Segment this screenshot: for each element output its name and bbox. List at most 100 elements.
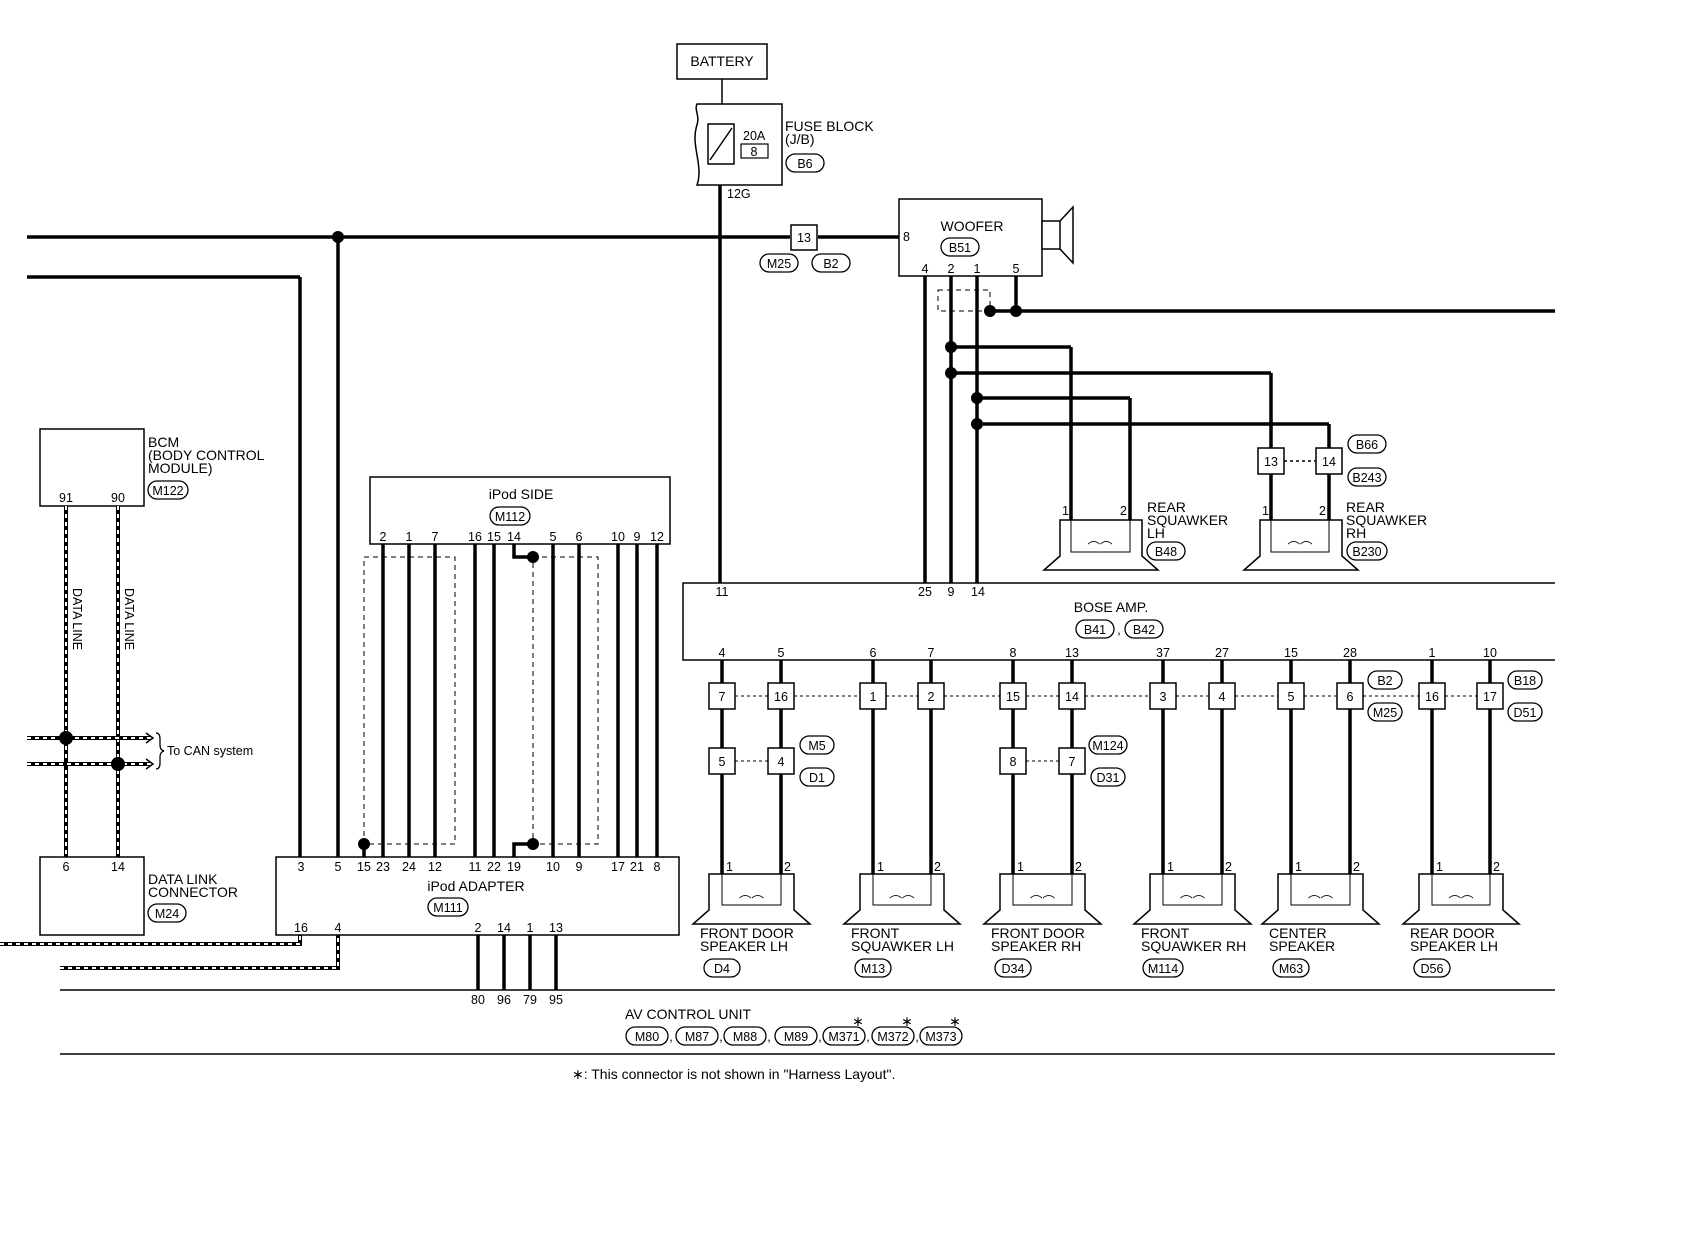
junction-conn: B243 (1352, 471, 1381, 485)
junction-13-conn-1: M25 (767, 257, 791, 271)
bose-pin: 37 (1156, 646, 1170, 660)
connector-tag: D34 (1002, 962, 1025, 976)
ipod-adapter-pin: 24 (402, 860, 416, 874)
speaker-pin: 2 (1225, 860, 1232, 874)
woofer: WOOFER B51 8 4 2 1 5 (898, 198, 1074, 277)
asterisk: ∗ (901, 1013, 913, 1029)
rear-squawker-lh: ⌒⌒ 1 2 REAR SQUAWKER LH B48 (1042, 499, 1228, 571)
junction-pin: 15 (1006, 690, 1020, 704)
connector-tag: M373 (925, 1030, 956, 1044)
dlc-label: CONNECTOR (148, 884, 238, 900)
speaker-label: CENTER (1269, 925, 1327, 941)
fuse-block-title: FUSE BLOCK (785, 118, 874, 134)
coil-icon: ⌒⌒ (1287, 541, 1313, 555)
separator: , (866, 1030, 869, 1044)
junction-pin: 3 (1160, 690, 1167, 704)
speaker-label: SPEAKER LH (1410, 938, 1498, 954)
data-link-connector: 6 14 DATA LINK CONNECTOR M24 (39, 856, 238, 936)
speaker-label: FRONT DOOR (700, 925, 794, 941)
ipod-side-pin: 7 (432, 530, 439, 544)
bose-pin: 13 (1065, 646, 1079, 660)
speaker-pin: 1 (1295, 860, 1302, 874)
data-line-label: DATA LINE (122, 588, 136, 650)
junction-pin: 7 (1069, 755, 1076, 769)
speaker-connector: B230 (1352, 545, 1381, 559)
ipod-adapter-pin: 23 (376, 860, 390, 874)
speaker-label: SQUAWKER RH (1141, 938, 1246, 954)
connector-tag: D1 (809, 771, 825, 785)
bose-pin: 27 (1215, 646, 1229, 660)
ipod-adapter-pin: 1 (527, 921, 534, 935)
connector-tag: D56 (1421, 962, 1444, 976)
junction-box (767, 747, 795, 775)
speaker-label: LH (1147, 525, 1165, 541)
ipod-adapter-pin: 5 (335, 860, 342, 874)
connector-tag: M13 (861, 962, 885, 976)
connector-tag: M63 (1279, 962, 1303, 976)
woofer-label: WOOFER (941, 218, 1004, 234)
bcm-label: MODULE) (148, 460, 213, 476)
separator: , (719, 1030, 722, 1044)
junction-13-conn-2: B2 (823, 257, 838, 271)
junction-pin: 1 (870, 690, 877, 704)
speaker-label: SQUAWKER LH (851, 938, 954, 954)
woofer-pin: 4 (922, 262, 929, 276)
junction-pin: 16 (1425, 690, 1439, 704)
junction-pin: 14 (1065, 690, 1079, 704)
ipod-adapter-pin: 11 (469, 860, 482, 874)
fuse-block: 20A 8 FUSE BLOCK (J/B) B6 12G (694, 103, 874, 201)
ipod-side-pin: 2 (380, 530, 387, 544)
separator: , (669, 1030, 672, 1044)
speaker-label: SPEAKER (1269, 938, 1335, 954)
junction-pin: 4 (1219, 690, 1226, 704)
ipod-adapter-pin: 16 (294, 921, 308, 935)
battery: BATTERY (676, 43, 768, 80)
ipod-side-pin: 15 (487, 530, 501, 544)
speaker-pin: 2 (1353, 860, 1360, 874)
ipod-side-pin: 9 (634, 530, 641, 544)
speaker-label: SPEAKER LH (700, 938, 788, 954)
av-pin: 79 (523, 993, 537, 1007)
speaker-label: REAR (1346, 499, 1385, 515)
bcm-pin: 90 (111, 491, 125, 505)
junction-13-pin: 13 (797, 231, 811, 245)
bose-pin: 25 (918, 585, 932, 599)
speaker-pin: 2 (1075, 860, 1082, 874)
ipod-adapter-connector: M111 (433, 901, 462, 915)
av-pin: 96 (497, 993, 511, 1007)
ipod-side-pin: 5 (550, 530, 557, 544)
bose-pin: 10 (1483, 646, 1497, 660)
connector-tag: M87 (685, 1030, 709, 1044)
ipod-adapter-pin: 8 (654, 860, 661, 874)
ipod-side-pin: 14 (507, 530, 521, 544)
coil-icon: ⌒⌒ (1448, 895, 1474, 909)
bose-pin: 6 (870, 646, 877, 660)
bose-pin: 7 (928, 646, 935, 660)
junction-pin: 13 (1264, 455, 1278, 469)
speaker-pin: 1 (1167, 860, 1174, 874)
ipod-adapter-pin: 22 (487, 860, 501, 874)
connector-tag: M80 (635, 1030, 659, 1044)
junction-pin: 17 (1483, 690, 1497, 704)
ipod-adapter-pin: 19 (507, 860, 521, 874)
speaker-label: REAR (1147, 499, 1186, 515)
av-control-connectors: M80,M87,M88,M89,M371,∗M372,∗M373∗ (625, 1013, 963, 1046)
ipod-adapter-pin: 21 (630, 860, 644, 874)
bcm-connector: M122 (152, 484, 183, 498)
battery-label: BATTERY (690, 53, 754, 69)
ipod-adapter-pin: 14 (497, 921, 511, 935)
junction-pin: 7 (719, 690, 726, 704)
bcm-label: BCM (148, 434, 179, 450)
speaker-label: FRONT (1141, 925, 1190, 941)
ipod-side-pin: 10 (611, 530, 625, 544)
asterisk: ∗ (949, 1013, 961, 1029)
coil-icon: ⌒⌒ (1030, 895, 1056, 909)
ipod-adapter-pin: 4 (335, 921, 342, 935)
av-pin: 95 (549, 993, 563, 1007)
ipod-adapter: iPod ADAPTER M111 (275, 856, 680, 936)
ipod-side: iPod SIDE M112 (369, 476, 671, 545)
